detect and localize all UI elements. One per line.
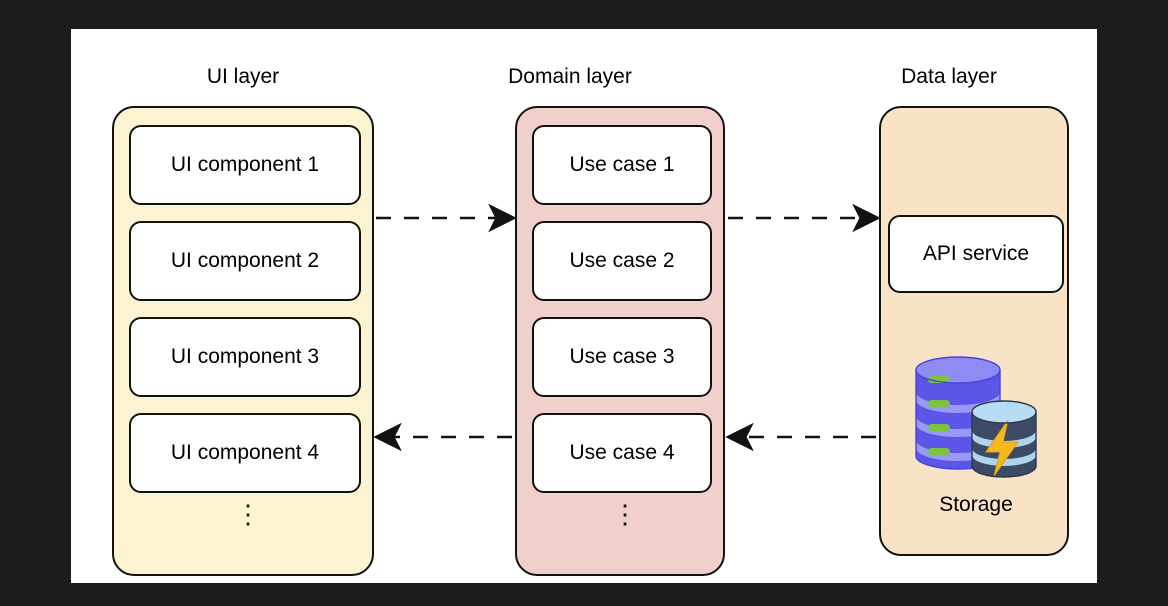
use-case-4-box[interactable]: Use case 4 xyxy=(532,413,712,493)
use-case-1-box[interactable]: Use case 1 xyxy=(532,125,712,205)
domain-layer-ellipsis: ⋮ xyxy=(612,499,638,529)
ui-layer-ellipsis: ⋮ xyxy=(235,499,261,529)
ui-layer-title: UI layer xyxy=(206,65,280,88)
use-case-2-box[interactable]: Use case 2 xyxy=(532,221,712,301)
data-layer-title: Data layer xyxy=(901,65,997,88)
diagram-canvas: UI layer UI component 1 UI component 2 U… xyxy=(71,29,1097,583)
data-layer-container: API service xyxy=(879,106,1069,556)
domain-layer-title: Domain layer xyxy=(508,65,632,88)
use-case-3-box[interactable]: Use case 3 xyxy=(532,317,712,397)
storage-label: Storage xyxy=(939,493,1013,516)
ui-component-3-box[interactable]: UI component 3 xyxy=(129,317,361,397)
ui-component-2-box[interactable]: UI component 2 xyxy=(129,221,361,301)
ui-component-4-box[interactable]: UI component 4 xyxy=(129,413,361,493)
database-storage-icon xyxy=(910,348,1046,483)
ui-component-1-box[interactable]: UI component 1 xyxy=(129,125,361,205)
domain-layer-container: Use case 1 Use case 2 Use case 3 Use cas… xyxy=(515,106,725,576)
api-service-box[interactable]: API service xyxy=(888,215,1064,293)
ui-layer-container: UI component 1 UI component 2 UI compone… xyxy=(112,106,374,576)
